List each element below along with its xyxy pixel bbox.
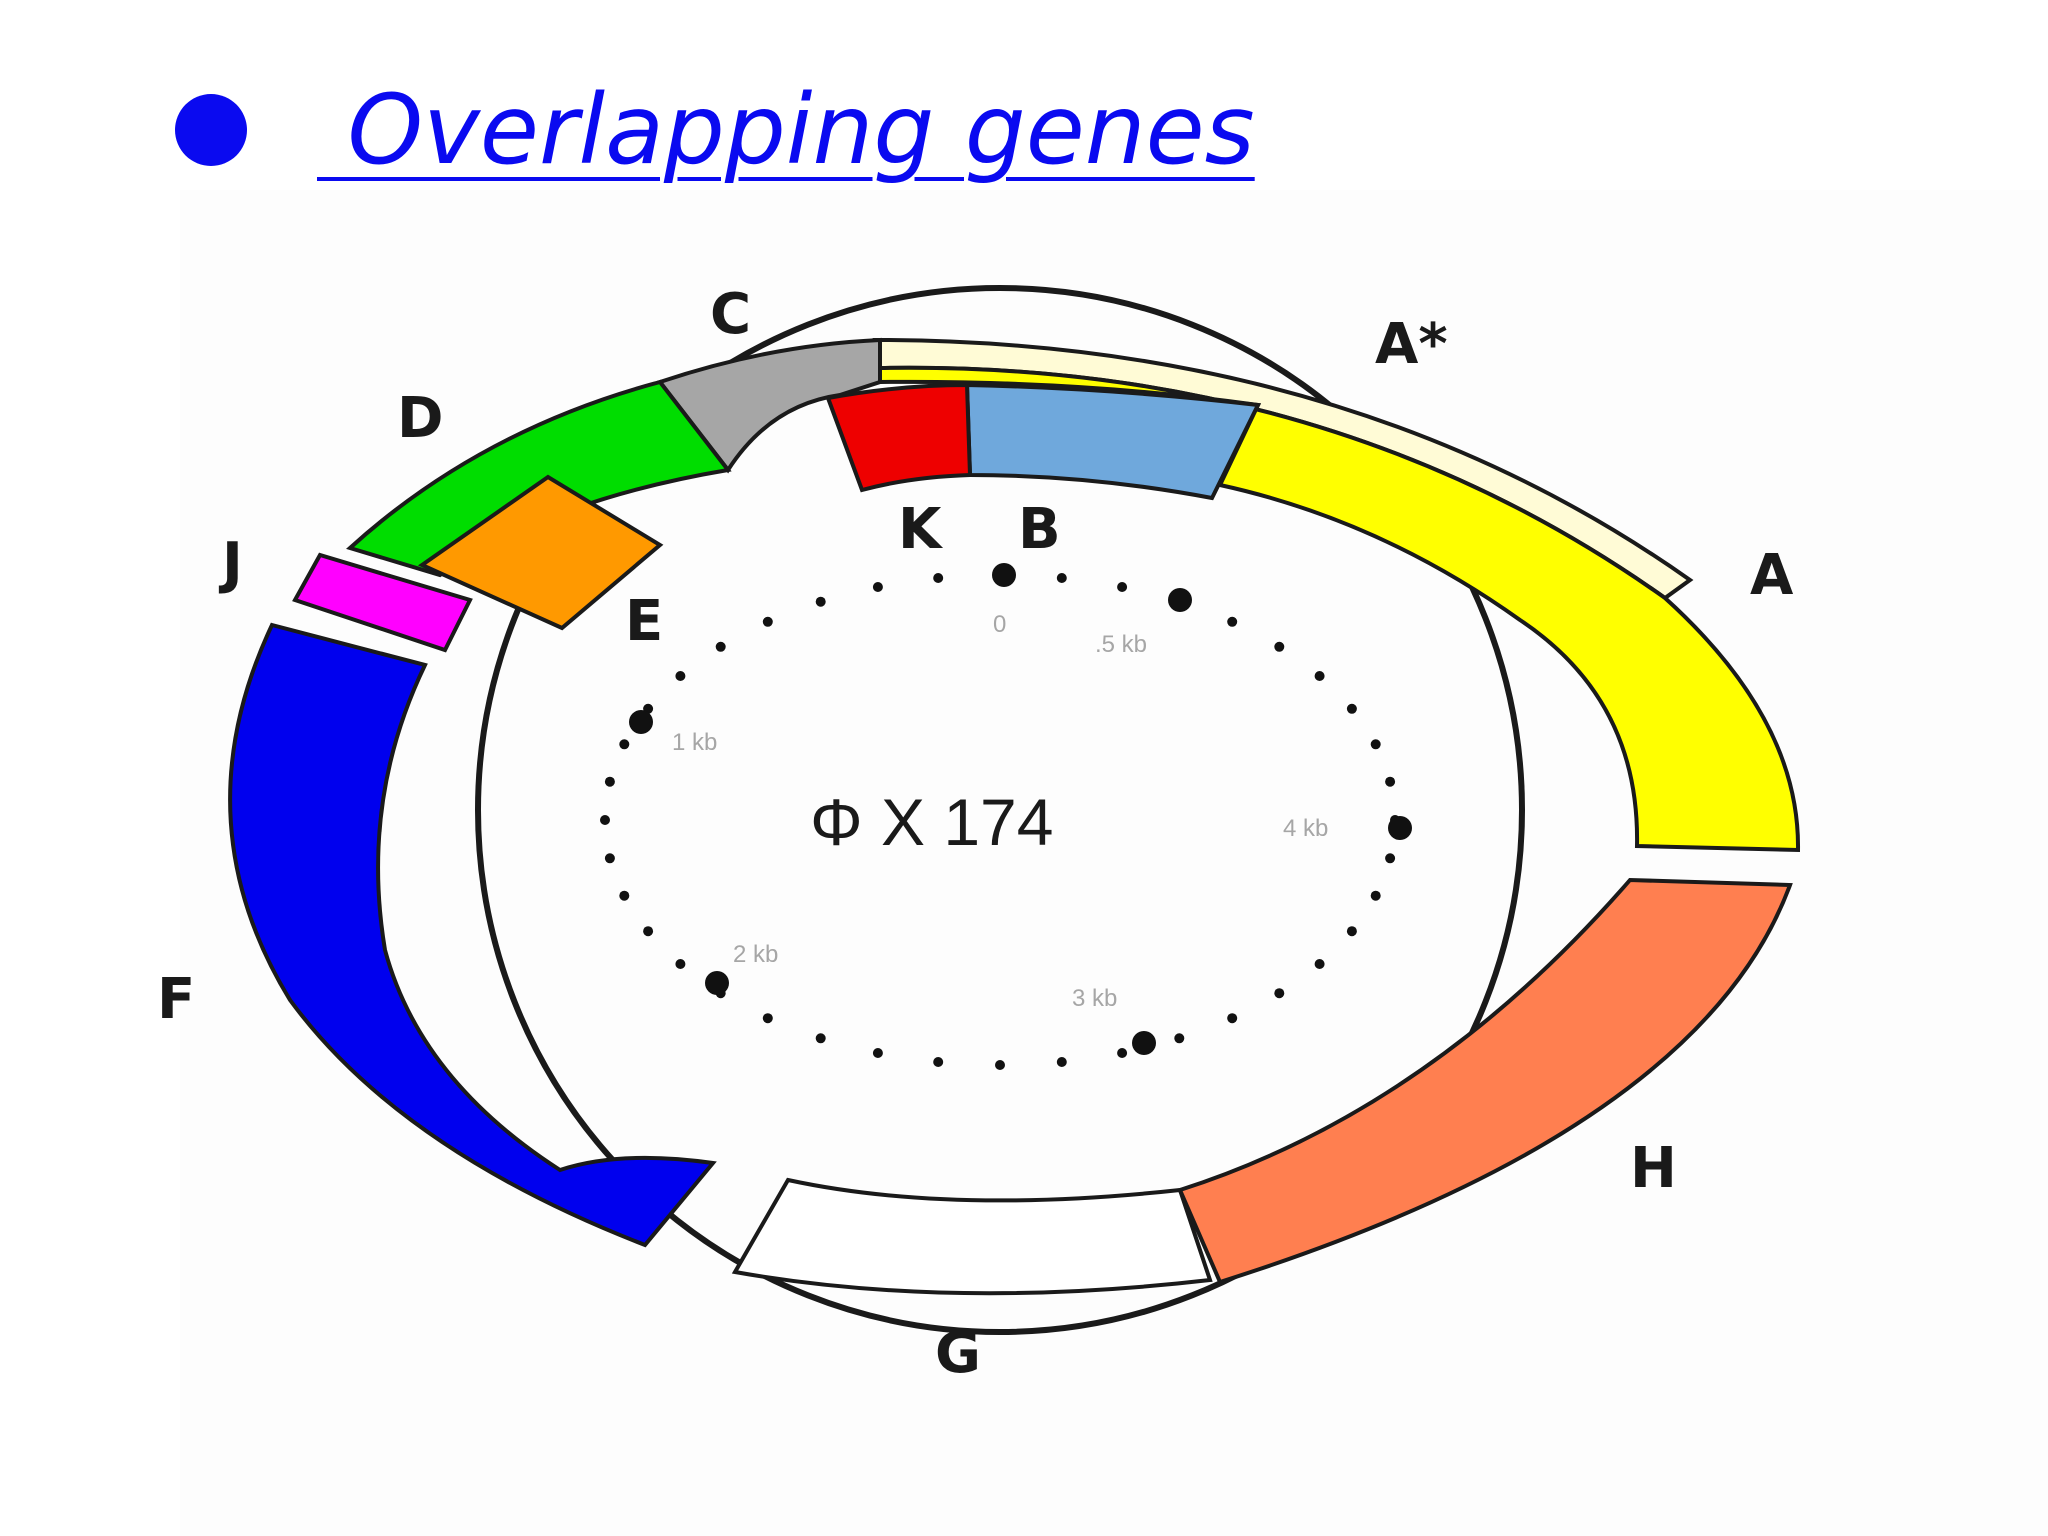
gene-label-b: B — [1018, 497, 1061, 562]
genome-center-label: Φ X 174 — [810, 785, 1053, 859]
scale-label-3kb: 3 kb — [1072, 985, 1117, 1012]
scale-dot — [675, 671, 686, 681]
scale-dot — [1274, 641, 1285, 652]
scale-marker-1kb — [629, 710, 653, 734]
scale-dot — [675, 959, 686, 969]
gene-g-segment — [731, 1177, 1213, 1296]
gene-label-j: J — [218, 531, 243, 596]
scale-dot — [762, 1013, 773, 1024]
scale-dot — [933, 573, 944, 583]
scale-dot — [1385, 776, 1396, 787]
scale-dot — [1314, 671, 1325, 681]
scale-dot — [815, 1033, 826, 1044]
scale-dot — [933, 1057, 944, 1067]
gene-label-k: K — [898, 497, 944, 562]
scale-dot — [1227, 1013, 1238, 1024]
scale-dot — [1117, 582, 1128, 592]
scale-marker-0 — [992, 563, 1016, 587]
scale-marker-4kb — [1388, 816, 1412, 840]
gene-label-g: G — [935, 1321, 981, 1386]
gene-label-h: H — [1630, 1136, 1677, 1201]
gene-j-segment — [292, 552, 473, 653]
scale-dot — [604, 853, 615, 864]
title-link[interactable]: Overlapping genes — [317, 74, 1255, 186]
scale-dot — [715, 641, 726, 652]
scale-ring: 0 .5 kb 1 kb 4 kb 2 kb 3 kb — [600, 563, 1412, 1070]
genome-backbone — [475, 285, 1525, 1335]
scale-marker-2kb — [705, 971, 729, 995]
scale-dot — [1056, 573, 1067, 583]
scale-label-05kb: .5 kb — [1095, 631, 1147, 658]
gene-e-segment — [417, 474, 664, 631]
scale-dot — [1227, 616, 1238, 627]
gene-label-e: E — [625, 589, 663, 654]
scale-dot — [1117, 1048, 1128, 1058]
gene-f-segment — [228, 622, 717, 1248]
scale-dot — [1346, 703, 1357, 714]
scale-dot — [643, 926, 654, 937]
gene-label-a-star: A* — [1375, 312, 1448, 377]
scale-marker-05kb — [1168, 588, 1192, 612]
scale-dot — [619, 890, 630, 901]
scale-dot — [1346, 926, 1357, 937]
gene-h-segment — [1177, 877, 1793, 1285]
scale-dot — [762, 616, 773, 627]
scale-marker-3kb — [1132, 1031, 1156, 1055]
bullet-icon — [175, 94, 247, 166]
slide-title: Overlapping genes — [175, 60, 1255, 200]
scale-label-2kb: 2 kb — [733, 941, 778, 968]
gene-d-segment — [346, 379, 732, 578]
scale-label-0: 0 — [993, 611, 1006, 638]
scale-dot — [995, 1060, 1005, 1070]
gene-c-segment — [656, 337, 882, 474]
gene-label-f: F — [157, 967, 195, 1032]
scale-label-1kb: 1 kb — [672, 729, 717, 756]
scale-dot — [1314, 959, 1325, 969]
gene-label-a: A — [1750, 543, 1794, 608]
scale-dot — [1385, 853, 1396, 864]
scale-dot — [815, 596, 826, 607]
scale-dot — [600, 815, 610, 825]
scale-dot — [604, 776, 615, 787]
scale-label-4kb: 4 kb — [1283, 815, 1328, 842]
scale-dot — [872, 582, 883, 592]
gene-label-d: D — [397, 386, 443, 451]
scale-dot — [1174, 1033, 1185, 1044]
scale-dot — [1274, 988, 1285, 999]
gene-b-segment — [964, 382, 1262, 501]
scale-dot — [1370, 890, 1381, 901]
scale-dot — [1056, 1057, 1067, 1067]
scale-dot — [1370, 739, 1381, 750]
scale-dot — [872, 1048, 883, 1058]
scale-dot — [619, 739, 630, 750]
gene-label-c: C — [710, 282, 751, 347]
gene-k-segment — [825, 382, 973, 493]
